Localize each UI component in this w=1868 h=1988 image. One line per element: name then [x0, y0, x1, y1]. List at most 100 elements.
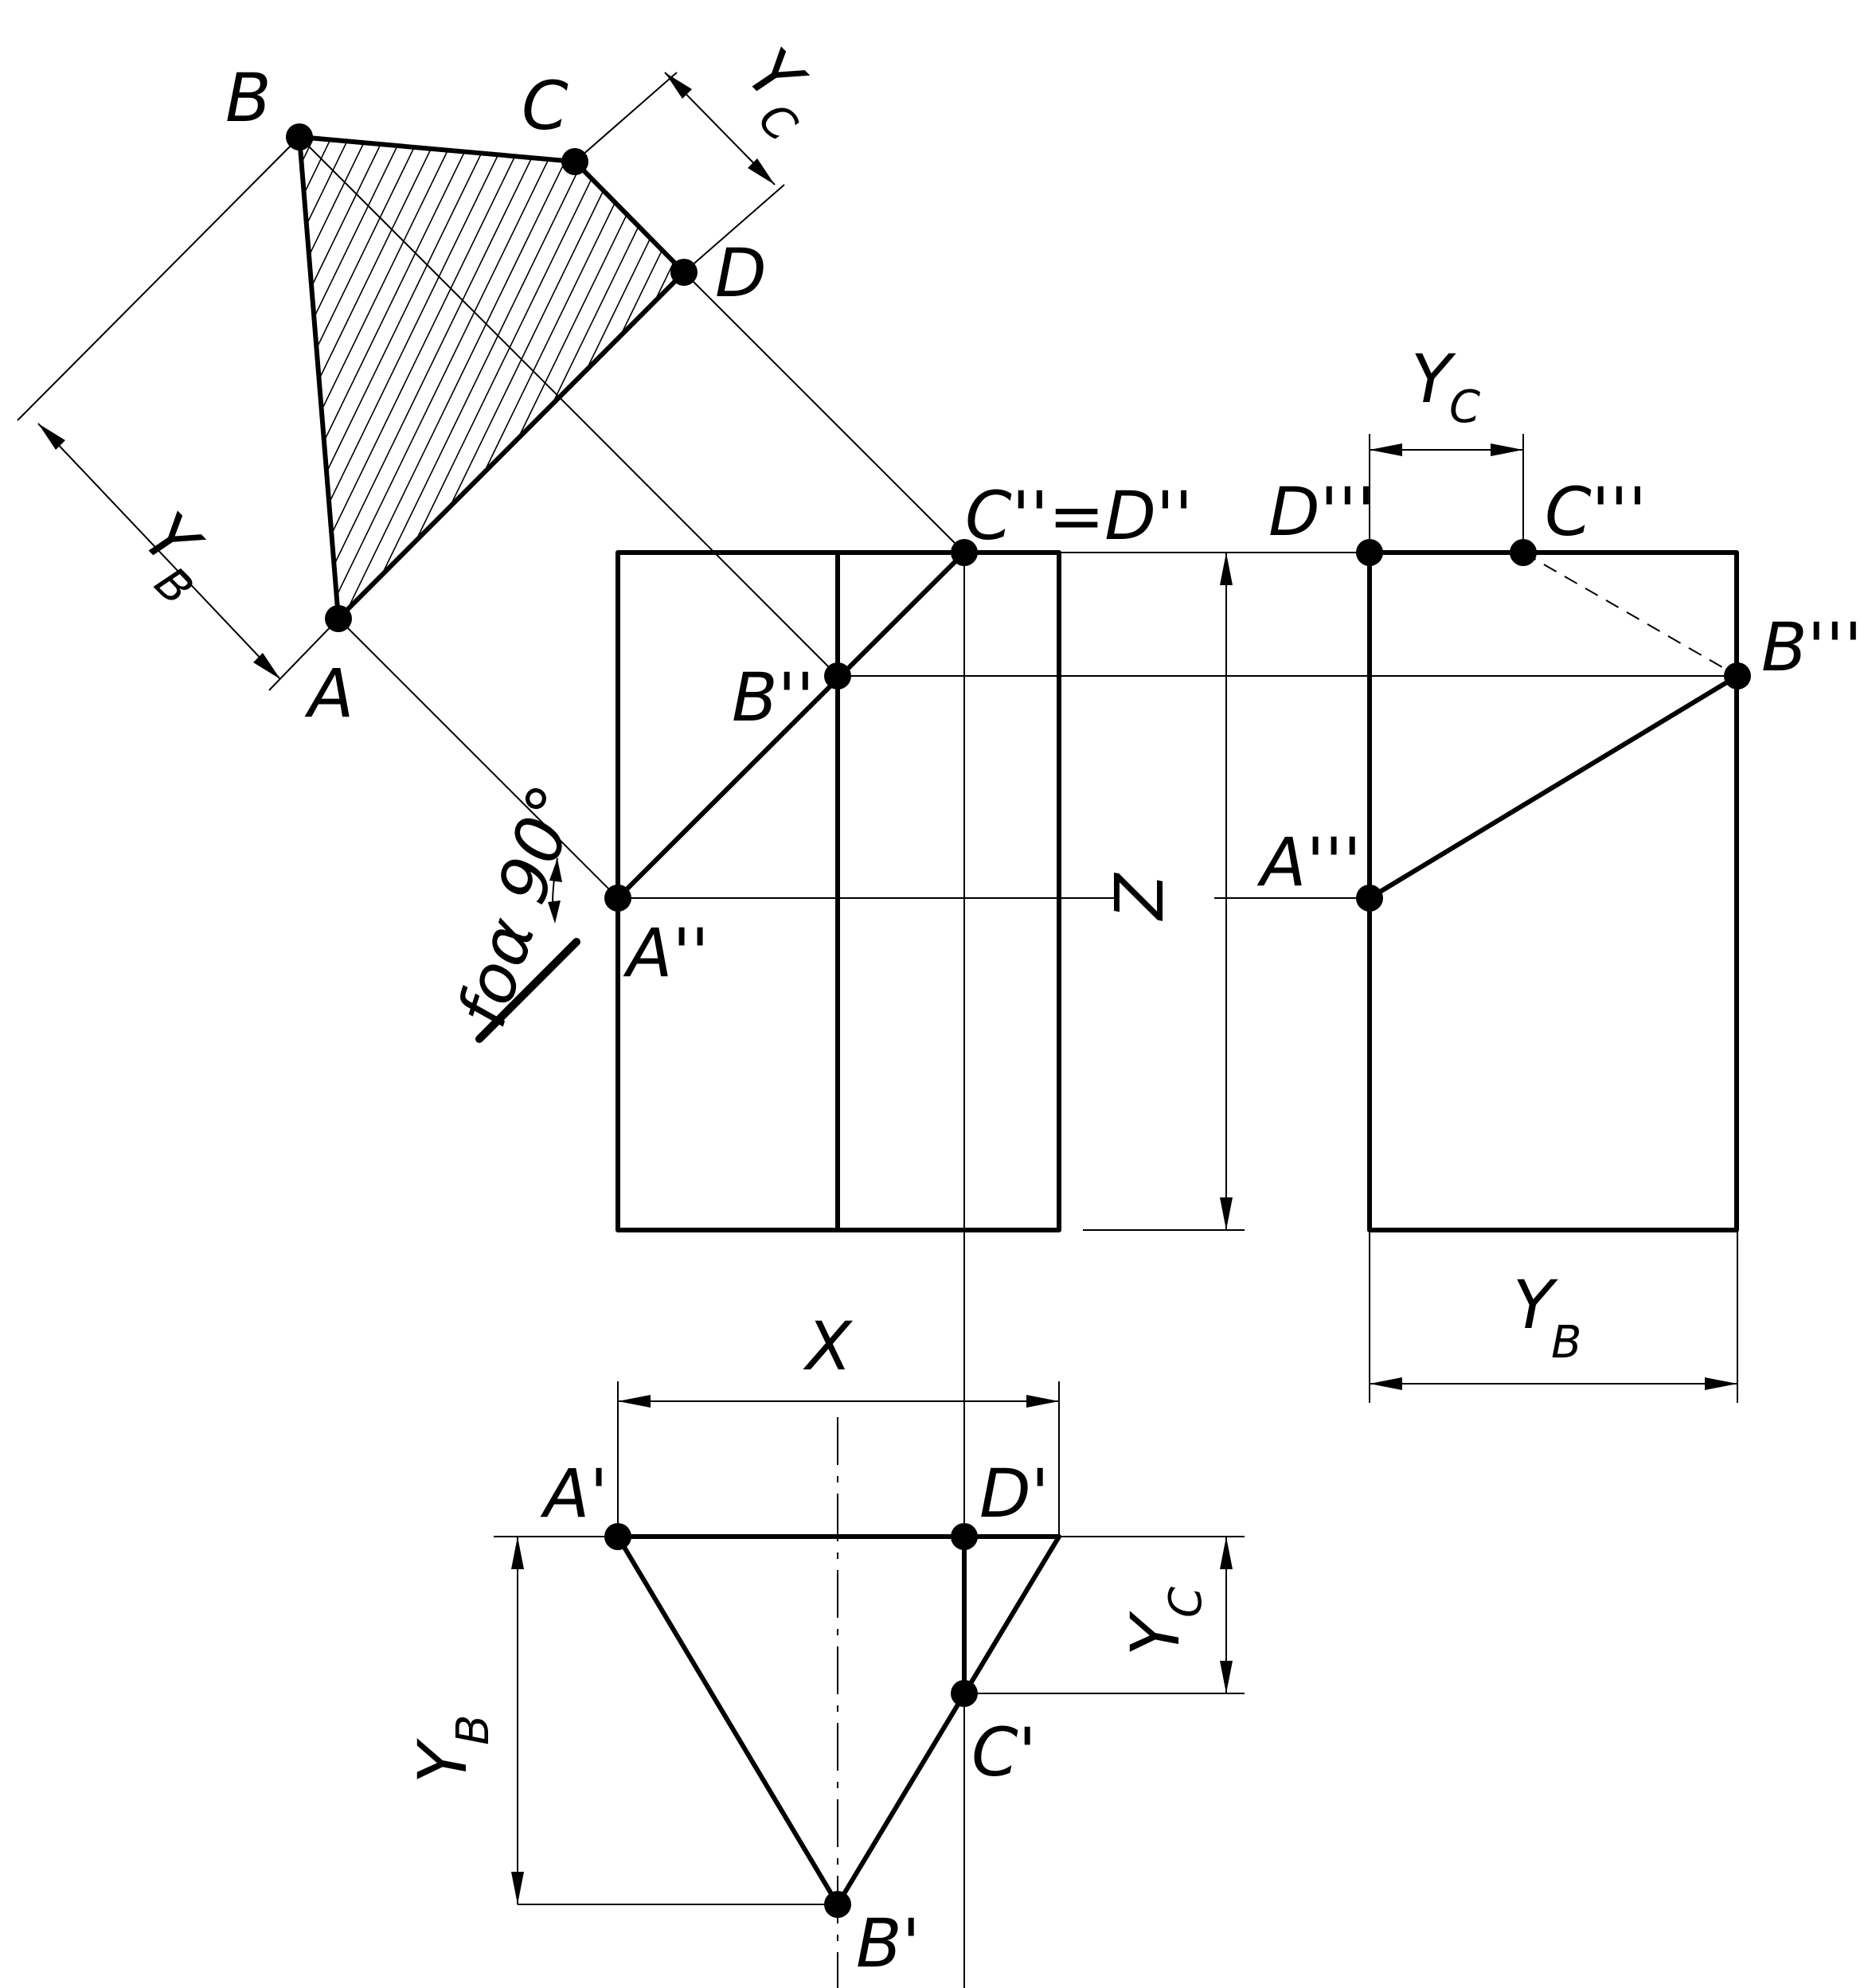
- hatch-line: [606, 137, 684, 619]
- hatch-line: [747, 111, 1010, 653]
- yc-dimension-text-aux: Y C: [733, 34, 820, 152]
- hatch-line: [0, 111, 46, 653]
- profile-hidden-line: [1522, 552, 1738, 677]
- hatch-line: [299, 137, 555, 619]
- svg-text:B: B: [1551, 1317, 1581, 1369]
- svg-text:C: C: [1449, 381, 1480, 433]
- angle-note: foα 90°: [443, 775, 594, 1036]
- point-b3-dot: [1724, 662, 1751, 689]
- point-a-dot: [325, 605, 352, 632]
- hatch-line: [782, 111, 1045, 653]
- point-c3-dot: [1510, 539, 1537, 566]
- hatch-line: [326, 137, 590, 619]
- z-arrow-bottom: [1220, 1197, 1233, 1230]
- yc-right-arrow-bottom: [1220, 1661, 1233, 1693]
- hatch-line: [448, 137, 684, 619]
- label-c: C: [522, 67, 569, 145]
- svg-text:B: B: [447, 1715, 499, 1745]
- label-c2: C''=D'': [965, 477, 1193, 555]
- point-a2-dot: [604, 885, 631, 912]
- yb-dimension-line: [37, 423, 281, 680]
- label-x: X: [803, 1307, 854, 1385]
- point-d1-dot: [951, 1523, 978, 1550]
- hatch-line: [518, 137, 684, 619]
- point-c-dot: [561, 148, 588, 175]
- yb-extension-a: [268, 618, 339, 691]
- hatch-line: [431, 137, 684, 619]
- hatch-line: [299, 137, 467, 619]
- hatch-line: [1132, 111, 1395, 653]
- svg-text:Y: Y: [1411, 340, 1456, 418]
- hatch-line: [413, 137, 678, 619]
- hatch-line: [0, 111, 11, 653]
- hatch-line: [975, 111, 1237, 653]
- hatch-line: [299, 137, 362, 619]
- hatch-line: [676, 137, 684, 619]
- hatch-line: [299, 137, 397, 619]
- yb-left-dimension-text: Y B: [404, 1715, 499, 1783]
- label-b2: B'': [732, 658, 815, 736]
- svg-text:Y: Y: [1513, 1266, 1558, 1344]
- projection-line-a: [338, 618, 619, 899]
- hatch-line: [466, 137, 684, 619]
- true-size-view: B C D A Y B Y C: [0, 34, 1413, 899]
- point-a3-dot: [1356, 885, 1383, 912]
- label-d: D: [715, 234, 767, 312]
- label-a3: A''': [1256, 823, 1362, 901]
- point-b-dot: [286, 123, 313, 150]
- hatch-line: [0, 111, 134, 653]
- angle-arrow-bottom: [548, 900, 561, 924]
- point-a1-dot: [604, 1523, 631, 1550]
- point-b1-dot: [824, 1891, 851, 1918]
- yb-extension-b: [17, 136, 300, 421]
- profile-rectangle: [1367, 550, 1739, 1232]
- hatch-line: [299, 137, 380, 619]
- horizontal-triangle: [616, 1534, 1061, 1907]
- projection-line-b: [299, 136, 838, 677]
- hatch-line: [0, 111, 239, 653]
- hatch-line: [343, 137, 608, 619]
- hatch-line: [11, 111, 274, 653]
- hatch-line: [1150, 111, 1413, 653]
- hatch-line: [299, 137, 502, 619]
- label-a1: A': [540, 1455, 608, 1533]
- point-c2-dot: [951, 539, 978, 566]
- hatch-line: [571, 137, 684, 619]
- hatch-line: [1080, 111, 1342, 653]
- label-d1: D': [979, 1455, 1049, 1533]
- yc-top-arrow-right: [1491, 443, 1523, 456]
- angle-arrow-top: [549, 858, 562, 882]
- frontal-trace-line: [616, 550, 967, 900]
- hatch-line: [658, 137, 684, 619]
- yc-top-arrow-left: [1370, 443, 1402, 456]
- point-d-dot: [670, 259, 698, 286]
- yb-bottom-dimension-text: Y B: [1513, 1266, 1581, 1369]
- hatch-line: [299, 137, 485, 619]
- hatch-line: [0, 111, 151, 653]
- point-b2-dot: [824, 662, 851, 689]
- true-size-quadrilateral: [297, 135, 686, 621]
- x-arrow-right: [1026, 1395, 1059, 1408]
- hatch-line: [623, 137, 684, 619]
- label-z: Z: [1100, 872, 1178, 921]
- profile-trace-line: [1367, 674, 1740, 900]
- yc-arrow-bottom: [748, 158, 775, 185]
- hatching: [0, 111, 1413, 653]
- label-b1: B': [856, 1904, 920, 1982]
- point-c1-dot: [951, 1680, 978, 1707]
- yb-arrow-top: [38, 424, 65, 450]
- x-arrow-left: [618, 1395, 651, 1408]
- hatch-line: [1045, 111, 1307, 653]
- hatch-line: [0, 111, 81, 653]
- projection-line-d: [683, 271, 965, 553]
- hatch-line: [501, 137, 684, 619]
- yb-bottom-arrow-left: [1370, 1377, 1402, 1390]
- hatch-line: [1027, 111, 1290, 653]
- hatch-line: [852, 111, 1115, 653]
- hatch-line: [308, 137, 573, 619]
- label-c1: C': [971, 1713, 1037, 1791]
- yc-extension-d: [683, 184, 785, 273]
- label-b3: B''': [1761, 608, 1862, 686]
- hatch-line: [957, 111, 1220, 653]
